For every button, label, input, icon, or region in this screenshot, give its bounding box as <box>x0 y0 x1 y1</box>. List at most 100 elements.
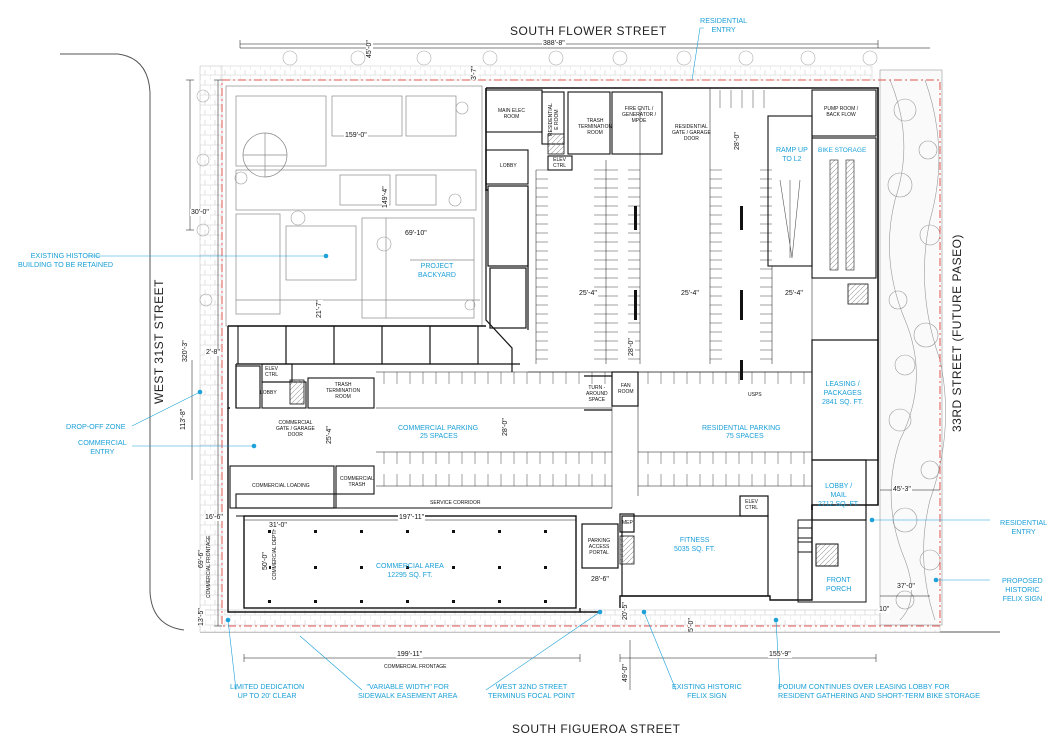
leasing-room <box>811 339 879 461</box>
dim-37-0: 37'-0" <box>896 583 916 590</box>
dim-3-7: 3'-7" <box>471 66 478 80</box>
dim-69-6: 69'-6" <box>198 550 205 568</box>
callout-drop-off-zone: DROP-OFF ZONE <box>66 422 126 431</box>
callout-variable-width: "VARIABLE WIDTH" FOR SIDEWALK EASEMENT A… <box>358 682 458 700</box>
street-label-east: 33RD STREET (FUTURE PASEO) <box>950 234 964 432</box>
dim-320-3: 320'-3" <box>182 340 189 362</box>
dim-45-3: 45'-3" <box>892 486 912 493</box>
label-commercial-loading: COMMERCIAL LOADING <box>252 483 310 489</box>
label-front-porch: FRONT PORCH <box>826 577 852 593</box>
label-commercial-frontage-left: COMMERCIAL FRONTAGE <box>206 535 212 598</box>
label-residential-e-room: RESIDENTIAL E ROOM <box>548 103 560 136</box>
callout-leaders <box>88 27 990 691</box>
fan-room <box>584 371 639 411</box>
street-label-north: SOUTH FLOWER STREET <box>510 24 667 38</box>
callout-podium-note: PODIUM CONTINUES OVER LEASING LOBBY FOR … <box>778 682 980 700</box>
parking-stalls <box>376 88 813 508</box>
label-lobby-mail: LOBBY / MAIL 2712 SQ. FT. <box>818 483 860 508</box>
label-commercial-area: COMMERCIAL AREA 12295 SQ. FT. <box>376 563 444 579</box>
callout-commercial-entry: COMMERCIAL ENTRY <box>78 438 127 456</box>
bike-racks <box>829 159 855 271</box>
parking-columns <box>634 206 743 380</box>
stall-tick-lines <box>383 90 805 486</box>
callout-limited-dedication: LIMITED DEDICATION UP TO 20' CLEAR <box>230 682 305 700</box>
label-lobby-left: LOBBY <box>260 390 277 396</box>
label-fan-room: FAN ROOM <box>618 383 634 395</box>
dim-25-4-left: 25'-4" <box>326 426 333 444</box>
dim-16-6: 16'-6" <box>204 514 224 521</box>
callout-residential-entry-right: RESIDENTIAL ENTRY <box>1000 518 1048 536</box>
label-commercial-parking-spaces: 25 SPACES <box>420 433 458 440</box>
label-parking-access-portal: PARKING ACCESS PORTAL <box>588 538 611 556</box>
label-fire-ctrl: FIRE CNTL / GENERATOR / MPOE <box>622 106 656 124</box>
dim-28-0-lower: 28'-0" <box>502 418 509 436</box>
dim-13-5: 13'-5" <box>198 608 205 626</box>
dim-199-11: 199'-11" <box>396 651 424 658</box>
dim-31-0: 31'-0" <box>268 522 288 529</box>
existing-historic-building <box>225 85 483 327</box>
callout-existing-historic-felix-sign: EXISTING HISTORIC FELIX SIGN <box>672 682 742 700</box>
label-commercial-depth: COMMERCIAL DEPTH <box>272 527 278 580</box>
dim-113-8: 113'-8" <box>180 408 187 430</box>
dim-45-0-top: 45'-0" <box>366 40 373 58</box>
north-sidewalk <box>221 65 873 81</box>
dim-28-6: 28'-6" <box>590 576 610 583</box>
street-label-west: WEST 31ST STREET <box>152 279 166 404</box>
label-mep: MEP <box>622 520 633 526</box>
label-main-elec-room: MAIN ELEC ROOM <box>498 108 525 120</box>
dim-20-5: 20'-5" <box>622 602 629 620</box>
callout-residential-entry-top: RESIDENTIAL ENTRY <box>700 16 748 34</box>
upper-rooms <box>485 89 877 279</box>
south-sidewalk <box>199 609 941 633</box>
dim-197-11: 197'-11" <box>398 514 426 521</box>
dim-388-8: 388'-8" <box>542 40 566 47</box>
label-trash-termination-room-left: TRASH TERMINATION ROOM <box>326 382 361 400</box>
label-elev-ctrl-bottom: ELEV CTRL <box>745 499 759 511</box>
south-rooms <box>581 459 867 597</box>
commercial-columns <box>268 530 547 603</box>
dim-21-7: 21'-7" <box>316 300 323 318</box>
dim-49-0: 49'-0" <box>622 664 629 682</box>
label-elev-ctrl-left: ELEV CTRL <box>265 366 279 378</box>
dim-25-4-b: 25'-4" <box>680 290 700 297</box>
label-commercial-parking: COMMERCIAL PARKING <box>398 425 479 432</box>
west-wing <box>485 185 529 372</box>
dim-69-10: 69'-10" <box>404 230 428 237</box>
callout-existing-historic-building: EXISTING HISTORIC BUILDING TO BE RETAINE… <box>18 251 114 269</box>
ramp <box>779 179 801 259</box>
label-turnaround-space: TURN - AROUND SPACE <box>586 385 608 403</box>
street-label-south: SOUTH FIGUEROA STREET <box>512 722 681 736</box>
historic-cells <box>237 325 479 365</box>
dim-5-0: 5'-0" <box>688 618 695 632</box>
dim-10: 10" <box>878 606 891 613</box>
front-porch <box>797 519 867 603</box>
label-residential-parking-spaces: 75 SPACES <box>726 433 764 440</box>
label-service-corridor: SERVICE CORRIDOR <box>430 500 481 506</box>
label-lobby-top: LOBBY <box>500 163 517 169</box>
dim-30-0: 30'-0" <box>190 209 210 216</box>
label-usps: USPS <box>748 392 762 398</box>
west-curb-line <box>60 53 185 631</box>
label-ramp-up: RAMP UP TO L2 <box>776 147 808 163</box>
label-commercial-trash: COMMERCIAL TRASH <box>340 476 374 488</box>
label-trash-termination-room-top: TRASH TERMINATION ROOM <box>578 118 613 136</box>
callout-proposed-historic-felix-sign: PROPOSED HISTORIC FELIX SIGN <box>1002 576 1043 603</box>
street-trees-north <box>282 50 878 66</box>
label-elev-ctrl-top: ELEV CTRL <box>553 157 567 169</box>
label-bike-storage: BIKE STORAGE <box>818 147 867 154</box>
label-commercial-gate: COMMERCIAL GATE / GARAGE DOOR <box>276 420 315 438</box>
dim-2-8: 2'-8" <box>205 349 221 356</box>
dim-28-0-top: 28'-0" <box>734 132 741 150</box>
dim-50-0: 50'-0" <box>262 552 269 570</box>
label-project-backyard: PROJECT BACKYARD <box>418 263 456 279</box>
stair-cores <box>289 133 869 565</box>
callout-west-32nd-terminus: WEST 32ND STREET TERMINUS FOCAL POINT <box>488 682 576 700</box>
dim-28-0-mid: 28'-0" <box>628 338 635 356</box>
label-fitness: FITNESS 5035 SQ. FT. <box>674 537 716 553</box>
street-trees-west <box>196 89 213 307</box>
backyard-trees <box>234 101 476 311</box>
dim-25-4-a: 25'-4" <box>578 290 598 297</box>
paseo-landscape <box>879 69 946 626</box>
label-leasing-packages: LEASING / PACKAGES 2841 SQ. FT. <box>822 381 864 406</box>
dim-149-4: 149'-4" <box>382 186 389 208</box>
